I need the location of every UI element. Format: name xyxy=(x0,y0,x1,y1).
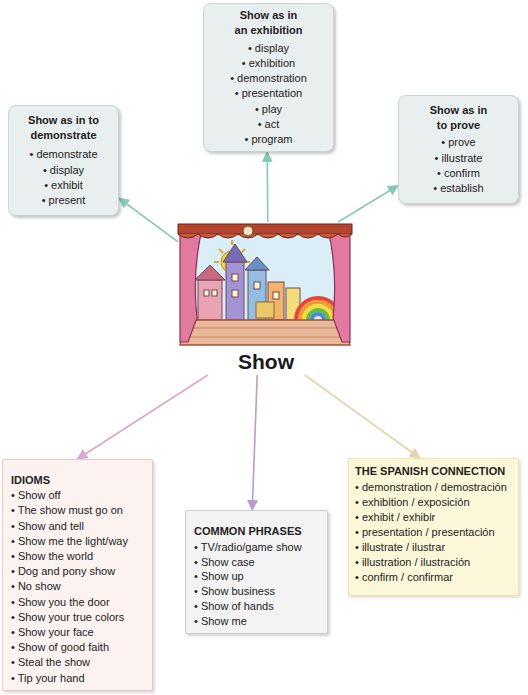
roof xyxy=(195,265,225,280)
list-item: • establish xyxy=(399,181,518,196)
rainbow-band xyxy=(300,302,336,320)
window xyxy=(232,290,238,297)
houses xyxy=(195,244,300,320)
list-item: • present xyxy=(9,193,118,208)
list-item: • exhibit xyxy=(9,178,118,193)
sun-ray xyxy=(214,261,219,263)
list-item: • program xyxy=(204,132,333,147)
list-item: • Show the world xyxy=(3,549,152,564)
list-item: • Dog and pony show xyxy=(3,564,152,579)
list-item: • illustration / ilustración xyxy=(349,555,518,570)
plank-line xyxy=(182,337,348,338)
sun-ray xyxy=(219,249,223,253)
theatre-mask xyxy=(243,226,253,236)
list-item: • exhibit / exhibir xyxy=(349,510,518,525)
list-item: • confirm xyxy=(399,166,518,181)
valance xyxy=(178,224,352,234)
list-item: • Show up xyxy=(186,569,327,584)
sun-ray xyxy=(231,240,233,245)
rainbow-band xyxy=(312,314,324,320)
window xyxy=(273,292,279,299)
window xyxy=(232,274,238,281)
window xyxy=(212,290,217,296)
list-item: • No show xyxy=(3,579,152,594)
list-item: • TV/radio/game show xyxy=(186,540,327,555)
list-item: • demonstration / demostración xyxy=(349,480,518,495)
rainbow-band xyxy=(308,310,328,320)
list-item: • illustrate xyxy=(399,151,518,166)
list-item: • confirm / confirmar xyxy=(349,570,518,585)
list-item: • presentation / presentación xyxy=(349,525,518,540)
tower xyxy=(226,262,244,320)
concept-box: Show as in an exhibition • display• exhib… xyxy=(203,3,334,152)
connector-arrow xyxy=(252,375,257,510)
central-topic: Show xyxy=(178,222,354,375)
connector-arrow xyxy=(266,152,268,222)
list-item: • Show your true colors xyxy=(3,610,152,625)
concept-box: THE SPANISH CONNECTION• demonstration / … xyxy=(348,458,519,596)
house xyxy=(198,280,222,320)
list-item: • Show me xyxy=(186,614,327,629)
list-item: • Show me the light/way xyxy=(3,534,152,549)
list-item: • exhibition xyxy=(204,56,333,71)
right-curtain xyxy=(328,229,350,342)
list-item: • Show business xyxy=(186,584,327,599)
roof xyxy=(245,257,269,270)
list-item: • exhibition / exposición xyxy=(349,495,518,510)
stage-floor xyxy=(180,320,350,345)
list-item: • The show must go on xyxy=(3,503,152,518)
sun-rays xyxy=(214,240,250,262)
plank-line xyxy=(184,328,346,329)
window xyxy=(254,282,260,289)
box-heading: Show as in an exhibition xyxy=(204,8,333,39)
box-heading: Show as in to demonstrate xyxy=(9,113,118,143)
list-item: • Show of good faith xyxy=(3,640,152,655)
concept-box: Show as in to prove• prove• illustrate• … xyxy=(398,95,519,204)
stage-box xyxy=(256,302,274,318)
list-item: • Show of hands xyxy=(186,599,327,614)
list-item: • illustrate / ilustrar xyxy=(349,540,518,555)
connector-arrow xyxy=(338,185,398,222)
left-curtain xyxy=(180,229,202,342)
list-item: • Tip your hand xyxy=(3,671,152,686)
list-item: • presentation xyxy=(204,86,333,101)
list-item: • Steal the show xyxy=(3,655,152,670)
list-item: • demonstrate xyxy=(9,147,118,162)
sky xyxy=(186,234,344,322)
box-heading: Show as in to prove xyxy=(399,103,518,133)
concept-box: COMMON PHRASES• TV/radio/game show• Show… xyxy=(185,510,328,634)
list-item: • display xyxy=(204,41,333,56)
rainbow-band xyxy=(304,306,332,320)
connector-arrow xyxy=(119,198,178,242)
list-item: • Show your face xyxy=(3,625,152,640)
list-item: • Show case xyxy=(186,555,327,570)
connector-arrow xyxy=(305,375,420,458)
box-heading: COMMON PHRASES xyxy=(186,524,327,539)
floor-planks xyxy=(182,328,348,337)
list-item: • prove xyxy=(399,135,518,150)
list-item: • Show you the door xyxy=(3,595,152,610)
list-item: • play xyxy=(204,102,333,117)
sun-ray xyxy=(241,249,245,253)
window xyxy=(204,290,209,296)
valance-scallops xyxy=(178,234,352,238)
list-item: • act xyxy=(204,117,333,132)
roof xyxy=(223,244,247,262)
box-heading: IDIOMS xyxy=(3,473,152,488)
list-item: • Show and tell xyxy=(3,519,152,534)
concept-box: IDIOMS• Show off• The show must go on• S… xyxy=(2,459,153,691)
list-item: • display xyxy=(9,163,118,178)
box-heading: THE SPANISH CONNECTION xyxy=(349,464,518,479)
concept-box: Show as in to demonstrate• demonstrate• … xyxy=(8,105,119,216)
topic-label: Show xyxy=(178,350,354,374)
list-item: • demonstration xyxy=(204,71,333,86)
list-item: • Show off xyxy=(3,488,152,503)
connector-arrow xyxy=(78,375,208,459)
